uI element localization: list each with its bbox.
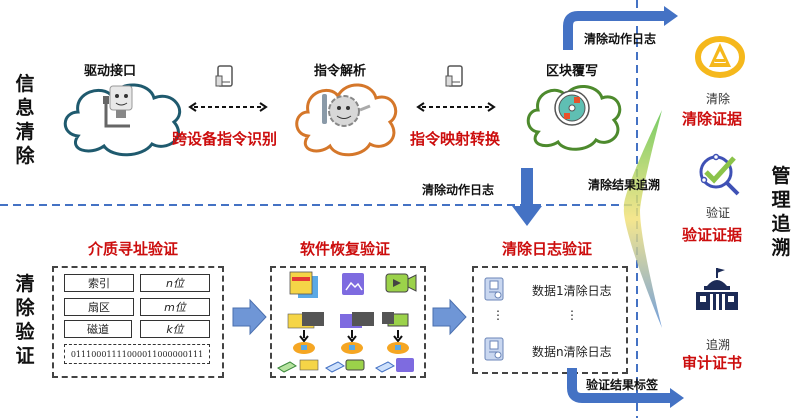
verify-check-magnifier-icon: [699, 153, 740, 196]
block-arrow-right: [232, 298, 267, 336]
video-file-icon: [385, 273, 417, 293]
title-clear-log-verify: 清除日志验证: [502, 240, 593, 258]
link-label-instruction-mapping: 指令映射转换: [410, 130, 501, 148]
section-label-clear-verify: 清除验证: [14, 272, 36, 368]
log-entry-1: 数据1清除日志: [532, 284, 612, 298]
label-verify-result-tag: 验证结果标签: [586, 378, 659, 392]
title-software-recovery-verify: 软件恢复验证: [300, 240, 391, 258]
field-bits-sector: m位: [140, 298, 210, 316]
device-connector-icon: [215, 65, 233, 87]
label-clear-result-trace: 清除结果追溯: [588, 178, 661, 192]
log-entry-n: 数据n清除日志: [532, 345, 612, 359]
recovery-illustration: [277, 271, 417, 373]
bidirectional-arrow: [188, 102, 268, 112]
device-connector-icon: [445, 65, 463, 87]
arrow-clear-action-log-down: [512, 168, 542, 226]
field-bits-track: k位: [140, 320, 210, 338]
disk-overwrite-icon: [554, 90, 590, 126]
caption-clear: 清除: [706, 92, 731, 106]
field-name-sector: 扇区: [64, 298, 134, 316]
field-name-index: 索引: [64, 274, 134, 292]
cloud-driver-interface: [63, 83, 181, 157]
title-media-address-verify: 介质寻址验证: [88, 240, 179, 258]
caption-verify: 验证: [706, 206, 731, 220]
address-bitstring: 01110001111000011000000111: [64, 344, 210, 364]
clear-evidence-logo-icon: [695, 36, 745, 78]
usb-plug-character-icon: [103, 85, 133, 128]
log-ellipsis-right: ⋮: [566, 308, 578, 322]
bidirectional-arrow: [416, 102, 496, 112]
section-label-info-clear: 信息清除: [14, 72, 36, 168]
block-arrow-right: [432, 298, 467, 336]
log-document-icon: [484, 337, 504, 361]
image-file-icon: [342, 273, 364, 295]
section-label-info-clear-text: 信息清除: [15, 73, 35, 167]
courthouse-icon: [696, 268, 738, 310]
node-title-driver-interface: 驱动接口: [84, 64, 137, 79]
section-label-manage-trace-text: 管理追溯: [771, 165, 791, 259]
caption-trace: 追溯: [706, 338, 731, 352]
node-title-instruction-parse: 指令解析: [314, 64, 367, 79]
log-ellipsis-left: ⋮: [492, 308, 504, 322]
section-label-manage-trace: 管理追溯: [770, 164, 792, 260]
arrow-clear-action-log-right: [563, 6, 678, 50]
title-audit-certificate: 审计证书: [682, 354, 743, 372]
node-title-block-overwrite: 区块覆写: [546, 64, 599, 79]
trace-fan-graphic: [623, 110, 662, 328]
media-address-box: [52, 266, 224, 378]
field-bits-index: n位: [140, 274, 210, 292]
field-name-track: 磁道: [64, 320, 132, 338]
document-file-icon: [289, 271, 318, 298]
arrow-verify-result-label-right: [567, 368, 684, 408]
gear-wrench-character-icon: [322, 94, 371, 127]
log-document-icon: [484, 277, 504, 301]
label-clear-action-log-down: 清除动作日志: [422, 183, 495, 197]
title-clear-evidence: 清除证据: [682, 110, 743, 128]
title-verify-evidence: 验证证据: [682, 226, 743, 244]
software-recovery-box: [270, 266, 426, 378]
label-clear-action-log-top: 清除动作日志: [584, 32, 657, 46]
link-label-cross-device: 跨设备指令识别: [172, 130, 278, 148]
log-verify-box: [472, 266, 628, 374]
section-label-clear-verify-text: 清除验证: [15, 273, 35, 367]
